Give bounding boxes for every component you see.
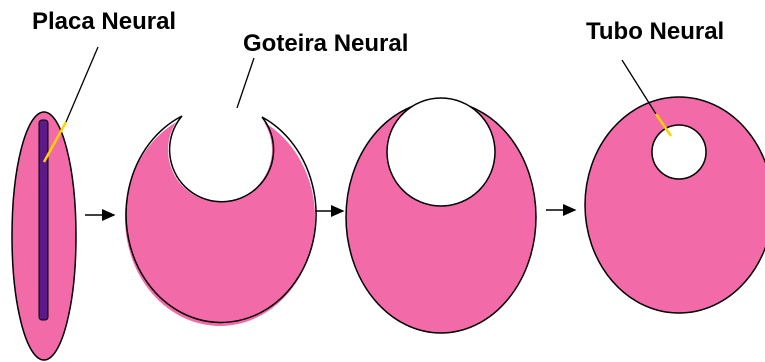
closing-cavity (387, 98, 495, 206)
label-goteira-neural: Goteira Neural (243, 32, 408, 56)
neural-plate-bar (39, 120, 48, 320)
stage-closing-groove (346, 98, 536, 333)
stage-neural-tube (585, 97, 765, 313)
label-placa-neural: Placa Neural (32, 10, 176, 34)
neural-tube-lumen (652, 125, 706, 179)
leader-neural-groove (237, 58, 254, 108)
label-tubo-neural: Tubo Neural (586, 20, 724, 44)
stage-neural-plate (12, 112, 76, 360)
leader-neural-plate (44, 47, 98, 162)
stage-neural-groove (125, 110, 316, 326)
